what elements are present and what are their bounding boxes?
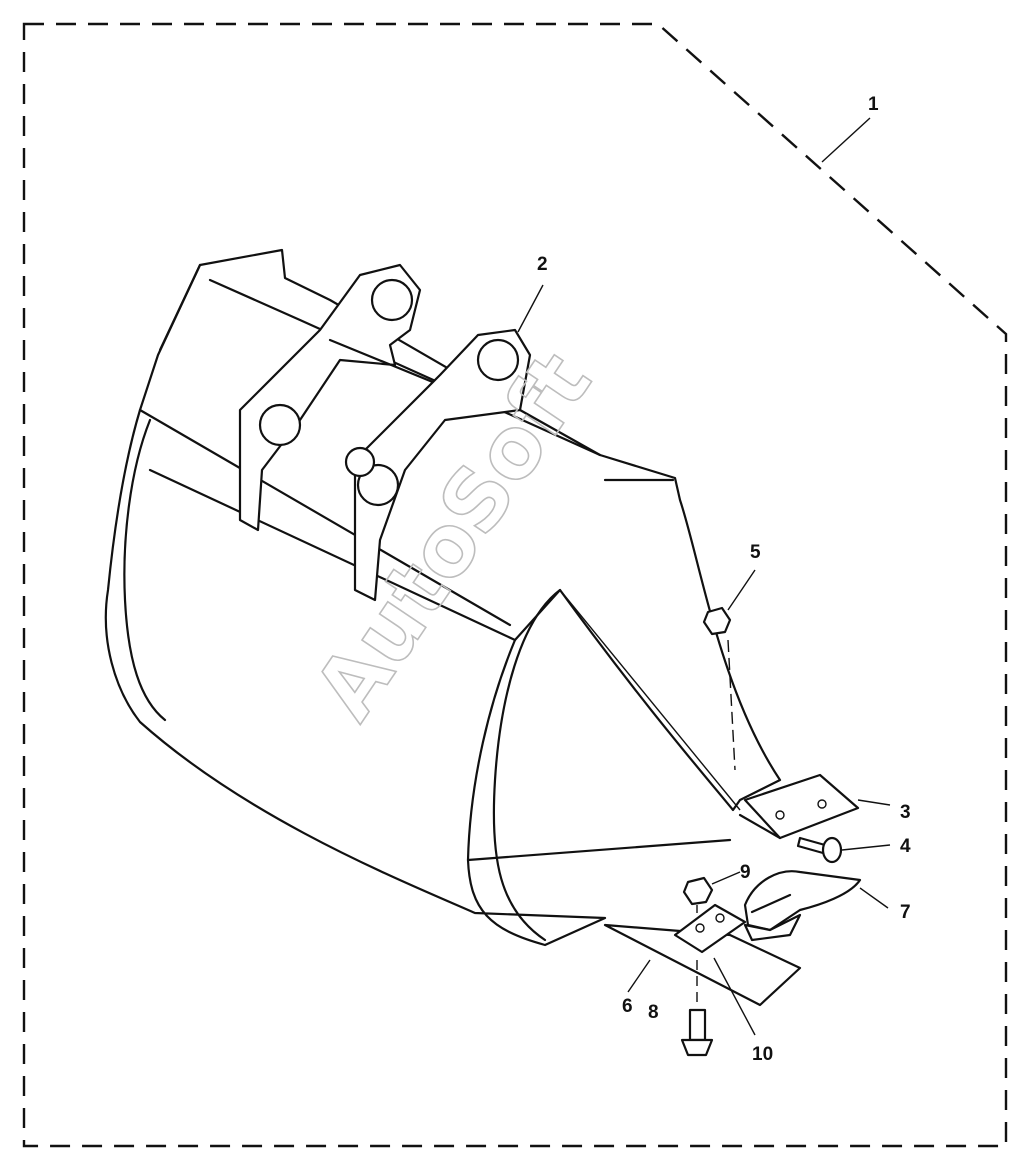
callout-3: 3	[900, 802, 911, 823]
callout-5: 5	[750, 542, 761, 563]
plow-bolt-part-8	[680, 960, 714, 1057]
nut-part-5	[702, 606, 736, 771]
callout-2: 2	[537, 254, 548, 275]
callout-9: 9	[740, 862, 751, 883]
kit-boundary	[22, 22, 1008, 1148]
bucket	[104, 248, 782, 947]
leader-lines	[517, 117, 891, 1036]
tooth-part-7	[743, 870, 862, 942]
callout-1: 1	[868, 94, 879, 115]
callout-10: 10	[752, 1044, 773, 1065]
callout-8: 8	[648, 1002, 659, 1023]
side-cutter-part-3	[738, 773, 860, 840]
bolt-part-4	[796, 836, 843, 864]
callout-7: 7	[900, 902, 911, 923]
callout-4: 4	[900, 836, 911, 857]
plate-part-10	[673, 903, 747, 954]
callout-6: 6	[622, 996, 633, 1017]
